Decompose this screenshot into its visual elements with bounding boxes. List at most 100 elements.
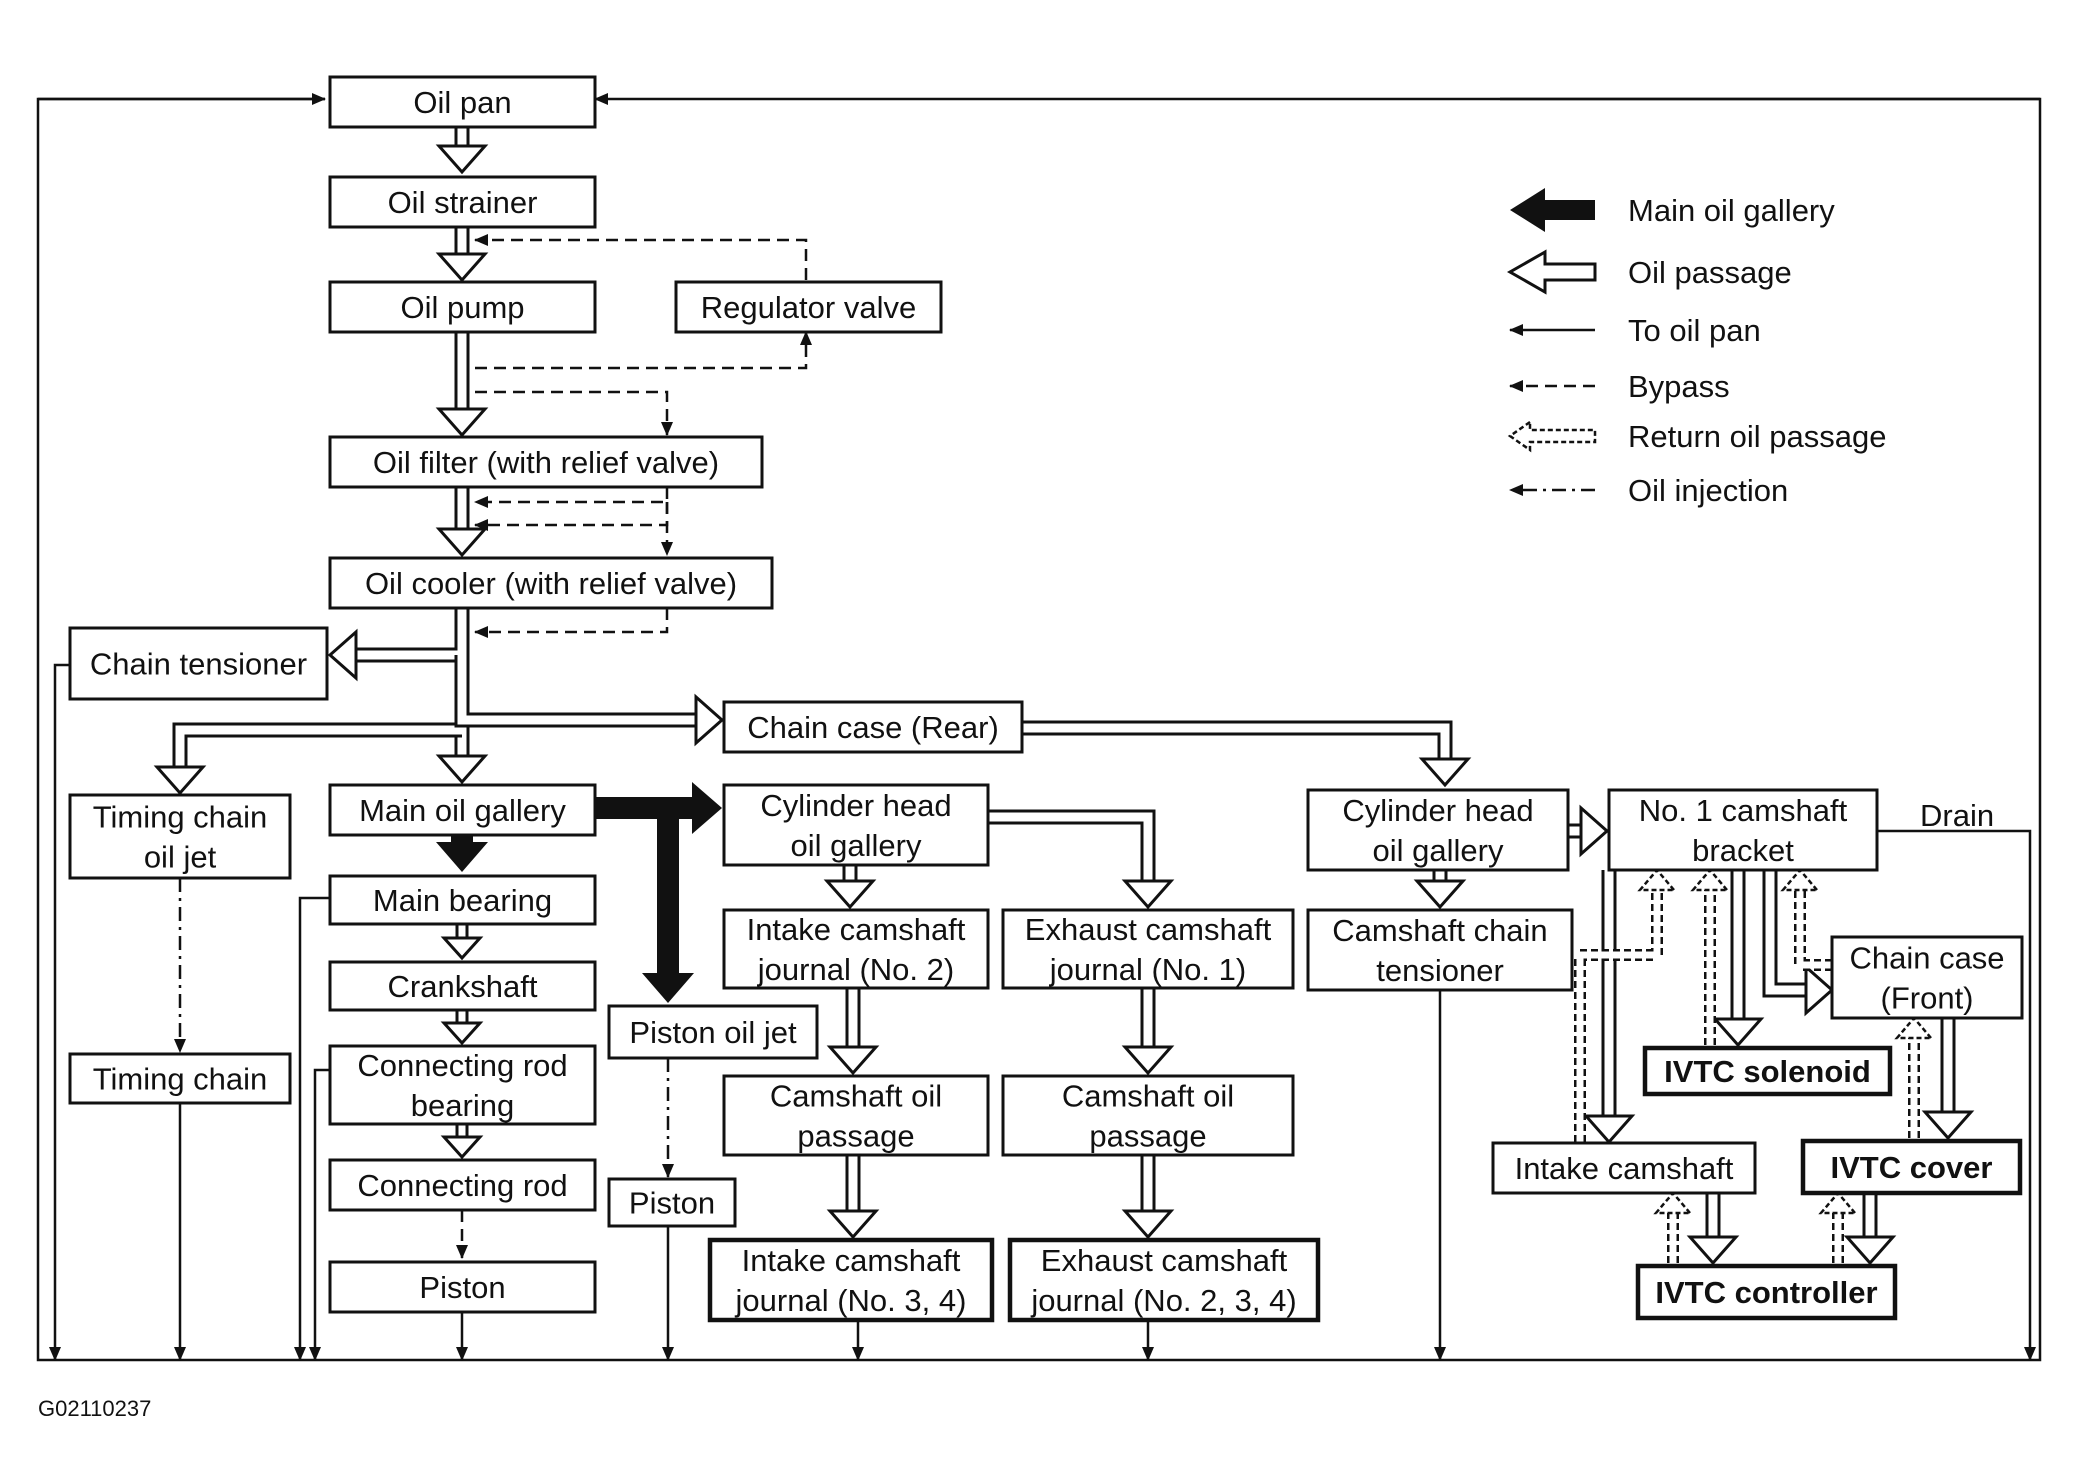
flow-chain-case-to-right-cyl-head-inner [1022, 723, 1450, 759]
node-chain-tensioner-label: Chain tensioner [90, 647, 307, 682]
node-camshaft-chain-tensioner-label: Camshaft chain [1332, 913, 1547, 948]
flow-chain-case-to-right-cyl-head-head [1418, 757, 1472, 788]
node-piston-main: Piston [328, 1260, 597, 1314]
node-intake-cam-journal-34-box [707, 1237, 995, 1323]
legend-passage-swatch [1506, 249, 1597, 295]
return-intake-camshaft-to-bracket-inner [1576, 890, 1661, 1142]
flow-main-bearing-to-crankshaft-head [440, 936, 484, 961]
drain-chain-tensioner [49, 663, 70, 1361]
node-cyl-head-gallery-right-box [1306, 788, 1570, 872]
return-chain-case-front-to-bracket [1794, 890, 1832, 971]
node-no1-camshaft-bracket-box [1607, 788, 1879, 872]
flow-cyl-head-to-intake-journal-2-head [823, 879, 877, 910]
flow-cyl-head-to-exhaust-journal-1-inner [988, 812, 1153, 881]
drain-main-bearing [294, 896, 330, 1361]
flow-to-timing-chain-oil-jet-inner [175, 725, 462, 767]
node-ivtc-cover-box [1800, 1138, 2023, 1196]
return-chain-case-front-to-bracket-head [1780, 868, 1820, 892]
node-oil-cooler-box [328, 556, 774, 610]
node-regulator-valve-box [674, 280, 943, 334]
flow-filter-to-cooler-head [435, 527, 489, 558]
node-exhaust-cam-journal-234-box [1007, 1237, 1321, 1323]
node-timing-chain-oil-jet: Timing chain oil jet [68, 793, 292, 880]
node-oil-strainer: Oil strainer [328, 175, 597, 229]
flow-ivtc-cover-to-ivtc-controller-head [1843, 1235, 1897, 1266]
return-controller-to-intake-camshaft-head [1653, 1191, 1693, 1215]
drain-conrod-bearing [309, 1068, 330, 1361]
node-piston-main-box [328, 1260, 597, 1314]
node-cam-oil-passage-left-label: passage [797, 1119, 914, 1154]
node-regulator-valve-label: Regulator valve [701, 290, 916, 325]
node-cyl-head-gallery-right-label: oil gallery [1373, 833, 1504, 868]
node-chain-case-front-box [1830, 935, 2024, 1020]
node-piston-jet-label: Piston [629, 1186, 715, 1221]
node-piston-main-label: Piston [419, 1270, 505, 1305]
node-piston-oil-jet-label: Piston oil jet [629, 1015, 797, 1050]
node-oil-filter-box [328, 435, 764, 489]
node-main-oil-gallery-box [328, 783, 597, 837]
node-main-bearing-label: Main bearing [373, 883, 552, 918]
legend-label-main: Main oil gallery [1628, 193, 1835, 228]
node-cam-oil-passage-right-label: Camshaft oil [1062, 1079, 1234, 1114]
flow-cyl-head-to-exhaust-journal-1-head [1121, 879, 1175, 910]
node-timing-chain-box [68, 1052, 292, 1105]
node-oil-pan: Oil pan [328, 75, 597, 129]
node-exhaust-cam-journal-234-label: Exhaust camshaft [1041, 1243, 1288, 1278]
node-cam-oil-passage-left-label: Camshaft oil [770, 1079, 942, 1114]
node-ivtc-solenoid-box [1642, 1045, 1893, 1097]
flow-exhaust-journal-1-to-cam-passage-head [1121, 1045, 1175, 1076]
node-oil-cooler: Oil cooler (with relief valve) [328, 556, 774, 610]
node-exhaust-cam-journal-234: Exhaust camshaft journal (No. 2, 3, 4) [1007, 1237, 1321, 1323]
flow-cooler-to-chain-tensioner [356, 608, 470, 663]
node-intake-camshaft-box [1491, 1141, 1757, 1195]
return-intake-camshaft-to-bracket-head [1637, 868, 1677, 892]
flow-to-chain-case-rear-head [694, 693, 725, 747]
flow-to-chain-case-rear [454, 655, 696, 728]
bypass-filter-return-2 [474, 502, 669, 531]
node-piston-jet-box [607, 1177, 737, 1228]
node-exhaust-cam-journal-1-label: Exhaust camshaft [1025, 912, 1272, 947]
node-timing-chain-oil-jet-label: Timing chain [93, 800, 268, 835]
bypass-regulator-to-strainer [474, 234, 808, 280]
node-main-oil-gallery-label: Main oil gallery [359, 793, 566, 828]
node-crankshaft-box [328, 960, 597, 1012]
node-main-bearing-box [328, 874, 597, 926]
legend-return-swatch [1507, 419, 1597, 453]
node-timing-chain-oil-jet-box [68, 793, 292, 880]
node-intake-camshaft-label: Intake camshaft [1515, 1151, 1734, 1186]
node-exhaust-cam-journal-234-label: journal (No. 2, 3, 4) [1030, 1283, 1296, 1318]
node-ivtc-controller: IVTC controller [1635, 1263, 1898, 1321]
node-oil-pump-box [328, 280, 597, 334]
node-cyl-head-gallery-left-label: oil gallery [791, 828, 922, 863]
node-cyl-head-gallery-left-label: Cylinder head [760, 788, 951, 823]
node-chain-tensioner: Chain tensioner [68, 626, 329, 701]
node-oil-strainer-box [328, 175, 597, 229]
node-intake-cam-journal-2-label: journal (No. 2) [757, 952, 954, 987]
return-ivtc-cover-to-chain-case-front-head [1894, 1016, 1934, 1040]
flow-cyl-head-to-exhaust-journal-1 [988, 809, 1156, 881]
node-connecting-rod: Connecting rod [328, 1158, 597, 1212]
node-cyl-head-gallery-left: Cylinder head oil gallery [722, 783, 990, 867]
legend-label-bypass: Bypass [1628, 369, 1730, 404]
node-oil-pump-label: Oil pump [400, 290, 524, 325]
node-crankshaft-label: Crankshaft [388, 969, 538, 1004]
node-timing-chain-oil-jet-label: oil jet [144, 840, 217, 875]
flow-chain-case-front-to-ivtc-cover-head [1921, 1110, 1975, 1141]
node-cam-oil-passage-right-box [1001, 1074, 1295, 1157]
drain-label: Drain [1920, 798, 1994, 833]
node-oil-pump: Oil pump [328, 280, 597, 334]
flow-cooler-to-chain-tensioner-head [327, 628, 358, 682]
node-connecting-rod-label: Connecting rod [357, 1168, 567, 1203]
return-controller-to-ivtc-cover-head [1818, 1191, 1858, 1215]
flow-pump-to-filter-head [435, 407, 489, 438]
legend-label-return: Return oil passage [1628, 419, 1887, 454]
return-intake-camshaft-to-bracket [1574, 890, 1663, 1142]
return-solenoid-to-bracket-head [1690, 868, 1730, 892]
